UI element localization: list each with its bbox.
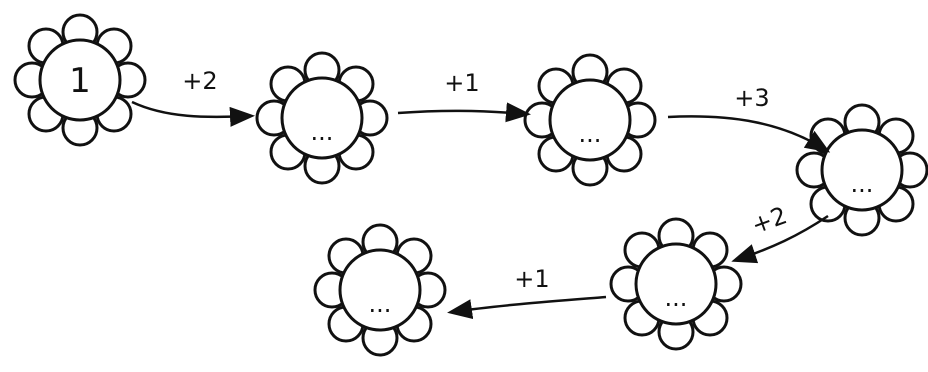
flower-node-6: ...: [313, 223, 447, 357]
edge-label-2: +1: [444, 69, 479, 97]
flower-node-5: ...: [609, 217, 743, 351]
edge-label-4: +2: [748, 201, 791, 239]
edge-label-5: +1: [514, 265, 549, 293]
node-label: ...: [665, 284, 688, 312]
flower-center: [548, 78, 632, 162]
node-label: ...: [851, 170, 874, 198]
edge-label-3: +3: [734, 84, 769, 112]
edge-arrow-4: [731, 214, 829, 264]
edge-arrow-2: [397, 102, 531, 123]
edge-arrow-3: [667, 115, 831, 153]
flower-node-1: 1: [13, 13, 147, 147]
flower-center: [338, 248, 422, 332]
flower-node-4: ...: [795, 103, 928, 237]
flower-node-2: ...: [255, 51, 389, 185]
edge-label-1: +2: [182, 67, 217, 95]
flower-center: [38, 38, 122, 122]
flower-center: [280, 76, 364, 160]
edge-arrow-5: [447, 295, 607, 320]
node-label: ...: [369, 290, 392, 318]
node-label: 1: [69, 61, 91, 101]
edge-arrow-1: [131, 100, 255, 127]
flower-center: [634, 242, 718, 326]
flower-center: [820, 128, 904, 212]
node-label: ...: [579, 120, 602, 148]
node-label: ...: [311, 118, 334, 146]
flower-node-3: ...: [523, 53, 657, 187]
